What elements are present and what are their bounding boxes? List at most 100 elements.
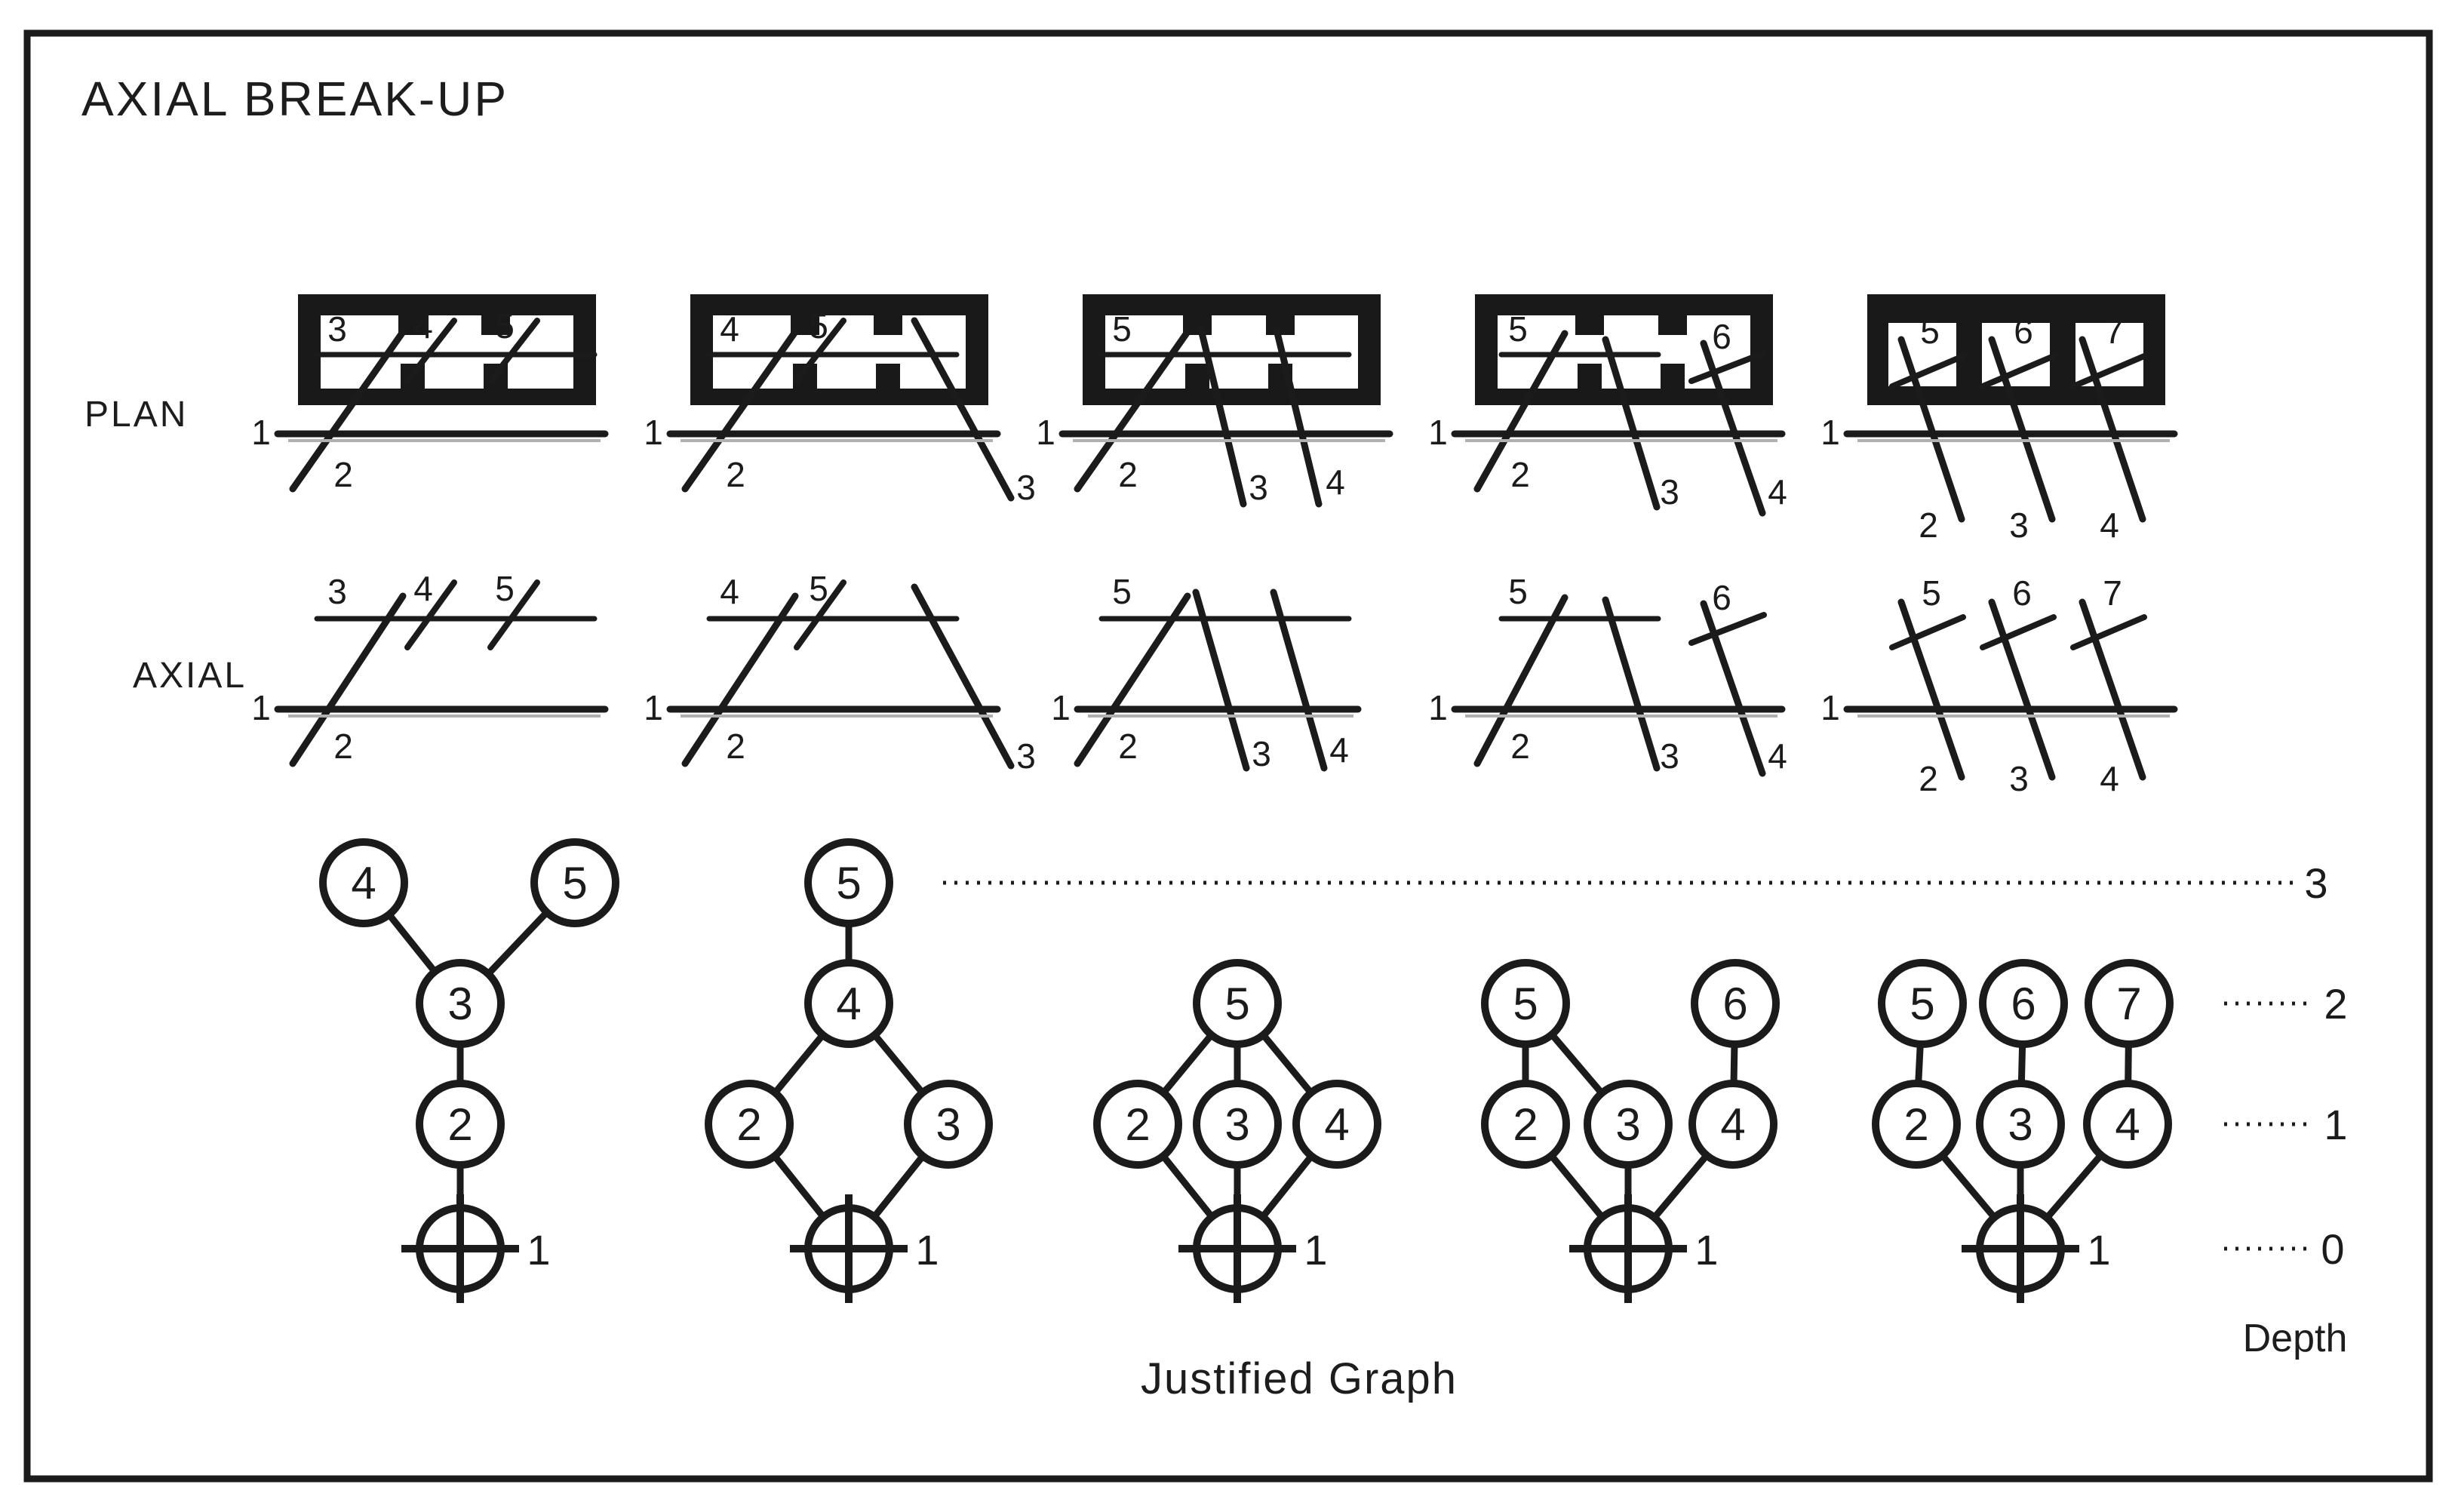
- graph-node-label: 2: [1903, 1099, 1928, 1150]
- graph-node: [804, 838, 893, 927]
- graph-node-label: 5: [562, 858, 587, 908]
- axial-line-label: 3: [2009, 506, 2029, 545]
- axial-line: [2070, 614, 2147, 650]
- axial-line: [1889, 614, 1966, 650]
- caption-justified-graph: Justified Graph: [1140, 1354, 1458, 1403]
- graph-node-label: 2: [447, 1099, 472, 1150]
- graph-node-label: 2: [1125, 1099, 1150, 1150]
- graph-node-label: 5: [1513, 979, 1538, 1029]
- axial-line: [911, 583, 1015, 770]
- axial-line: [289, 592, 407, 767]
- axial-line-label: 1: [644, 413, 663, 452]
- graph-node: [1691, 959, 1780, 1048]
- axial-line-label: 2: [333, 727, 353, 766]
- graph-node: [2083, 1080, 2172, 1169]
- axial-line: [1473, 594, 1569, 767]
- axial-line-label: 5: [1508, 309, 1528, 349]
- axial-line-label: 5: [1920, 312, 1940, 351]
- axial-line: [289, 328, 407, 493]
- axial-line-label: 3: [1016, 736, 1036, 776]
- axial-line: [1602, 596, 1661, 772]
- graph-node: [1979, 959, 2068, 1048]
- figure-border: [23, 29, 2433, 1483]
- axial-line: [794, 579, 846, 650]
- axial-line-label: 6: [1712, 578, 1731, 617]
- axial-line: [1074, 328, 1191, 493]
- graph-node: [416, 1080, 505, 1169]
- axial-line: [2070, 353, 2147, 389]
- axial-line-label: 4: [1326, 463, 1345, 502]
- graph-node: [416, 959, 505, 1048]
- axial-line: [1273, 326, 1323, 508]
- graph-node-label: 3: [447, 979, 472, 1029]
- graph-node-label: 7: [2116, 979, 2141, 1029]
- axial-line: [1980, 614, 2057, 650]
- graph-node-label: 4: [1324, 1099, 1349, 1150]
- axial-line: [404, 318, 457, 384]
- graph-root-label: 1: [1694, 1226, 1718, 1274]
- axial-line-label: 3: [1660, 736, 1679, 776]
- graph-node: [1872, 1080, 1961, 1169]
- graph-node-label: 4: [2115, 1099, 2140, 1150]
- graph-node: [1481, 959, 1570, 1048]
- graph-node-label: 5: [836, 858, 861, 908]
- axial-line-label: 5: [809, 306, 828, 346]
- axial-line-label: 7: [2103, 573, 2122, 613]
- depth-level-label: 0: [2321, 1225, 2344, 1273]
- axial-line-label: 4: [413, 306, 433, 346]
- axial-line-label: 1: [251, 688, 271, 727]
- plan-pier: [1185, 364, 1209, 389]
- axial-line: [404, 579, 457, 650]
- axial-line: [1197, 326, 1247, 508]
- row-label-plan: PLAN: [84, 395, 189, 435]
- plan-pier: [1661, 364, 1685, 389]
- axial-line: [1988, 336, 2056, 523]
- axial-line-label: 4: [720, 309, 739, 349]
- axial-line: [2079, 598, 2146, 781]
- axial-line: [681, 592, 799, 767]
- graph-node: [1688, 1080, 1777, 1169]
- graph-node: [530, 838, 619, 927]
- axial-line-label: 3: [2009, 759, 2029, 798]
- axial-line-label: 1: [251, 413, 271, 452]
- graph-root-label: 1: [2087, 1226, 2110, 1274]
- axial-line-label: 5: [495, 306, 515, 346]
- axial-line: [681, 328, 799, 493]
- axial-line-label: 2: [1510, 455, 1530, 494]
- axial-line-label: 1: [1428, 688, 1448, 727]
- axial-line-label: 1: [644, 688, 663, 727]
- graph-node-label: 2: [1513, 1099, 1538, 1150]
- graph-node: [1878, 959, 1967, 1048]
- graph-node: [1193, 1080, 1282, 1169]
- axial-line: [1688, 350, 1767, 384]
- axial-line-label: 2: [333, 455, 353, 494]
- graph-node-label: 3: [1615, 1099, 1640, 1150]
- graph-node-label: 5: [1224, 979, 1249, 1029]
- graph-root-label: 1: [527, 1226, 550, 1274]
- axial-line: [1602, 336, 1661, 511]
- graph-node-label: 4: [1720, 1099, 1745, 1150]
- axial-line-label: 2: [1510, 727, 1530, 766]
- axial-line-label: 6: [2014, 312, 2033, 351]
- axial-line: [1980, 353, 2057, 389]
- axial-line: [2079, 336, 2146, 523]
- axial-line: [1074, 592, 1191, 767]
- axial-line-label: 3: [1252, 734, 1271, 773]
- axial-line: [1270, 589, 1328, 772]
- graph-node-label: 4: [836, 979, 861, 1029]
- axial-line-label: 3: [1016, 468, 1036, 507]
- graph-node: [1584, 1080, 1673, 1169]
- axial-line: [911, 317, 1015, 502]
- axial-line-label: 5: [1508, 572, 1528, 611]
- graph-node-label: 2: [736, 1099, 761, 1150]
- axial-line-label: 3: [327, 309, 347, 349]
- axial-line-label: 1: [1051, 688, 1071, 727]
- plan-pier: [876, 364, 900, 389]
- graph-node: [904, 1080, 993, 1169]
- axial-line-label: 2: [1118, 727, 1138, 766]
- axial-line-label: 4: [413, 569, 433, 608]
- axial-line: [1700, 340, 1766, 517]
- axial-line: [1897, 336, 1965, 523]
- axial-line: [487, 579, 540, 650]
